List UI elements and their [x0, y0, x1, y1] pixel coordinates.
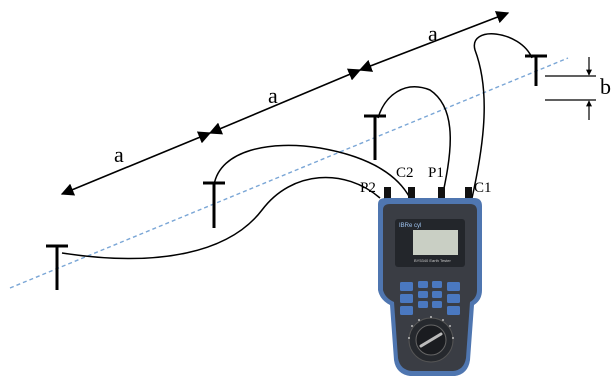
cable-p1 — [377, 86, 451, 199]
device-keypad — [400, 281, 460, 315]
electrode-c2-stake — [203, 181, 225, 228]
device-brand: IBRe cyl — [399, 223, 421, 229]
cable-p2 — [61, 176, 381, 260]
terminal-label-p2: P2 — [360, 180, 376, 196]
device-model: BY5340 Earth Tester — [414, 258, 452, 263]
cable-c2 — [213, 144, 411, 199]
terminal-label-c2: C2 — [396, 165, 414, 181]
terminal-label-c1: C1 — [474, 180, 492, 196]
label-depth-b: b — [600, 74, 611, 99]
electrode-c1-stake — [525, 54, 547, 86]
electrode-p2-stake — [46, 244, 68, 290]
cables — [61, 33, 533, 260]
dimension-a-3 — [358, 11, 510, 72]
label-spacing-a-3: a — [428, 21, 438, 46]
device-lcd-screen — [413, 230, 458, 255]
label-spacing-a-2: a — [268, 83, 278, 108]
terminal-label-p1: P1 — [428, 165, 444, 181]
dimension-a-2 — [208, 68, 362, 135]
electrode-p1-stake — [364, 114, 386, 160]
dimension-a-1 — [60, 131, 212, 196]
depth-indicator — [545, 57, 596, 120]
label-spacing-a-1: a — [114, 142, 124, 167]
spacing-dimension-lines — [60, 11, 510, 196]
traverse-line — [9, 57, 569, 289]
cable-c1 — [471, 33, 533, 199]
earth-tester-device: IBRe cyl BY5340 Earth Tester — [378, 187, 482, 376]
